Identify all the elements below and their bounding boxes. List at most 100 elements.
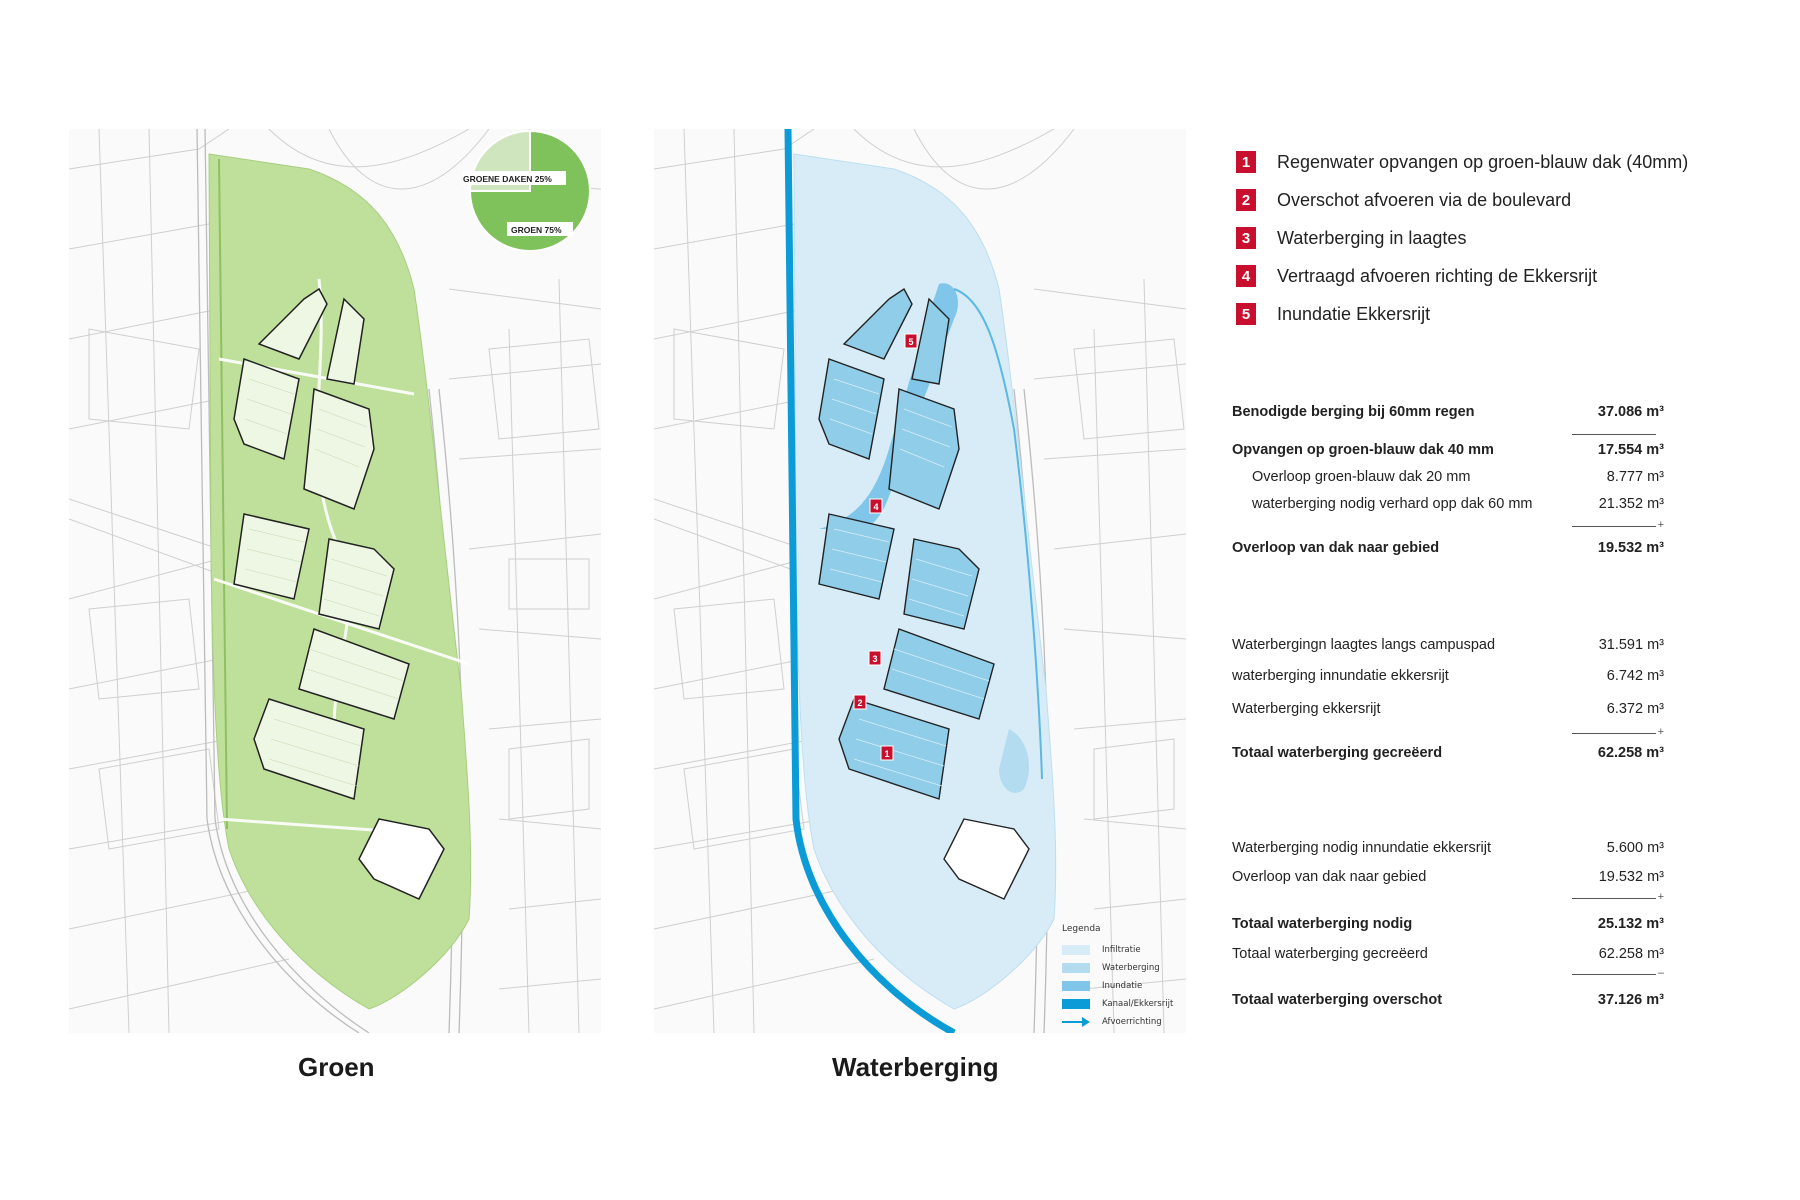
- calc-value: 31.591 m³: [1598, 637, 1664, 653]
- step-text: Waterberging in laagtes: [1277, 227, 1467, 248]
- pie-label-groene-daken: GROENE DAKEN 25%: [463, 174, 552, 184]
- waterberging-pond: [999, 729, 1029, 793]
- caption-waterberging: Waterberging: [832, 1052, 999, 1082]
- pie-label-bg: [507, 222, 573, 236]
- calc-label: Benodigde berging bij 60mm regen: [1232, 404, 1475, 420]
- divider: [1572, 733, 1656, 734]
- calc-row: Totaal waterberging gecreëerd 62.258 m³: [1232, 946, 1664, 962]
- calc-value: 8.777 m³: [1606, 469, 1664, 485]
- caption-groen: Groen: [298, 1052, 375, 1082]
- marker-1: 1: [880, 745, 894, 761]
- step-item: 3 Waterberging in laagtes: [1236, 219, 1696, 257]
- step-number-badge: 2: [1236, 189, 1256, 211]
- svg-text:4: 4: [873, 502, 878, 512]
- calc-label: Waterberging nodig innundatie ekkersrijt: [1232, 840, 1491, 856]
- step-text: Vertraagd afvoeren richting de Ekkersrij…: [1277, 265, 1598, 286]
- roof-grid: [829, 378, 990, 787]
- pie-label-groen: GROEN 75%: [511, 225, 562, 235]
- step-item: 2 Overschot afvoeren via de boulevard: [1236, 181, 1696, 219]
- calc-value: 37.086 m³: [1597, 404, 1664, 420]
- pie-label-bg: [462, 171, 566, 185]
- calc-value: 62.258 m³: [1598, 946, 1664, 962]
- calc-row: Waterbergingn laagtes langs campuspad 31…: [1232, 637, 1664, 653]
- svg-text:1: 1: [884, 749, 889, 759]
- calc-row: Waterberging ekkersrijt 6.372 m³: [1232, 701, 1664, 717]
- site-plan-groen: GROENE DAKEN 25% GROEN 75%: [69, 129, 601, 1033]
- legend-label: Kanaal/Ekkersrijt: [1102, 999, 1174, 1009]
- calc-label: waterberging nodig verhard opp dak 60 mm: [1252, 496, 1533, 512]
- step-item: 4 Vertraagd afvoeren richting de Ekkersr…: [1236, 257, 1696, 295]
- map-groen: GROENE DAKEN 25% GROEN 75%: [69, 129, 601, 1033]
- legend-swatch: [1062, 963, 1090, 973]
- svg-text:5: 5: [908, 337, 913, 347]
- calc-label: Totaal waterberging gecreëerd: [1232, 745, 1443, 761]
- step-text: Overschot afvoeren via de boulevard: [1277, 189, 1572, 210]
- legend-label: Inundatie: [1102, 981, 1143, 991]
- calc-row: waterberging nodig verhard opp dak 60 mm…: [1232, 496, 1664, 512]
- calc-row: Overloop van dak naar gebied 19.532 m³: [1232, 869, 1664, 885]
- map-legend: Legenda Infiltratie Waterberging Inundat…: [1062, 924, 1202, 1031]
- calc-value: 19.532 m³: [1598, 869, 1664, 885]
- calc-label: Overloop groen-blauw dak 20 mm: [1252, 469, 1471, 485]
- legend-item-kanaal: Kanaal/Ekkersrijt: [1062, 995, 1202, 1013]
- calc-table-created: Waterbergingn laagtes langs campuspad 31…: [1232, 637, 1664, 767]
- calc-value: 6.372 m³: [1606, 701, 1664, 717]
- plus-sign: +: [1657, 891, 1664, 903]
- step-markers: 5 4 3 2 1: [853, 333, 918, 761]
- tree-row: [218, 158, 228, 830]
- marker-2: 2: [853, 694, 867, 710]
- calc-label: Overloop van dak naar gebied: [1232, 869, 1427, 885]
- calc-row: Overloop van dak naar gebied 19.532 m³: [1232, 540, 1664, 556]
- step-number-badge: 5: [1236, 303, 1256, 325]
- blue-roof-buildings: [818, 287, 1030, 900]
- context-streets: [654, 129, 1186, 1033]
- legend-label: Afvoerrichting: [1102, 1017, 1162, 1027]
- legend-item-inundatie: Inundatie: [1062, 977, 1202, 995]
- calc-label: Totaal waterberging nodig: [1232, 916, 1413, 932]
- context-streets: [69, 129, 601, 1033]
- marker-3: 3: [868, 650, 882, 666]
- calc-row: Totaal waterberging nodig 25.132 m³: [1232, 916, 1664, 932]
- calc-value: 5.600 m³: [1606, 840, 1664, 856]
- step-item: 5 Inundatie Ekkersrijt: [1236, 295, 1696, 333]
- step-number-badge: 3: [1236, 227, 1256, 249]
- step-number-badge: 1: [1236, 151, 1256, 173]
- roof-hatching: [244, 378, 405, 787]
- calc-label: Waterbergingn laagtes langs campuspad: [1232, 637, 1496, 653]
- calc-value: 37.126 m³: [1597, 992, 1664, 1008]
- legend-item-waterberging: Waterberging: [1062, 959, 1202, 977]
- plus-sign: +: [1657, 519, 1664, 531]
- calc-label: Totaal waterberging overschot: [1232, 992, 1443, 1008]
- green-roof-buildings: [233, 287, 445, 900]
- calc-label: Overloop van dak naar gebied: [1232, 540, 1440, 556]
- divider: [1572, 974, 1656, 975]
- calc-value: 19.532 m³: [1597, 540, 1664, 556]
- step-text: Regenwater opvangen op groen-blauw dak (…: [1277, 151, 1689, 172]
- marker-4: 4: [869, 498, 883, 514]
- legend-item-afvoerrichting: Afvoerrichting: [1062, 1013, 1202, 1031]
- arrow-right-icon: [1062, 1017, 1090, 1027]
- divider: [1572, 526, 1656, 527]
- calc-value: 62.258 m³: [1597, 745, 1664, 761]
- pie-chart: GROENE DAKEN 25% GROEN 75%: [462, 129, 591, 252]
- calc-label: waterberging innundatie ekkersrijt: [1232, 668, 1449, 684]
- map-waterberging: 5 4 3 2 1: [654, 129, 1186, 1033]
- divider: [1572, 434, 1656, 435]
- legend-label: Infiltratie: [1102, 945, 1141, 955]
- kanaal-ekkersrijt: [784, 129, 956, 1033]
- calc-value: 17.554 m³: [1597, 442, 1664, 458]
- legend-swatch: [1062, 945, 1090, 955]
- calc-row: waterberging innundatie ekkersrijt 6.742…: [1232, 668, 1664, 684]
- legend-item-infiltratie: Infiltratie: [1062, 941, 1202, 959]
- plus-sign: +: [1657, 726, 1664, 738]
- calc-table-roof: Benodigde berging bij 60mm regen 37.086 …: [1232, 404, 1664, 564]
- calc-row: Benodigde berging bij 60mm regen 37.086 …: [1232, 404, 1664, 420]
- calc-label: Opvangen op groen-blauw dak 40 mm: [1232, 442, 1494, 458]
- legend-label: Waterberging: [1102, 963, 1160, 973]
- calc-row: Waterberging nodig innundatie ekkersrijt…: [1232, 840, 1664, 856]
- calc-row: Totaal waterberging overschot 37.126 m³: [1232, 992, 1664, 1008]
- calc-row: Totaal waterberging gecreëerd 62.258 m³: [1232, 745, 1664, 761]
- calc-row: Overloop groen-blauw dak 20 mm 8.777 m³: [1232, 469, 1664, 485]
- legend-swatch: [1062, 981, 1090, 991]
- calc-value: 25.132 m³: [1597, 916, 1664, 932]
